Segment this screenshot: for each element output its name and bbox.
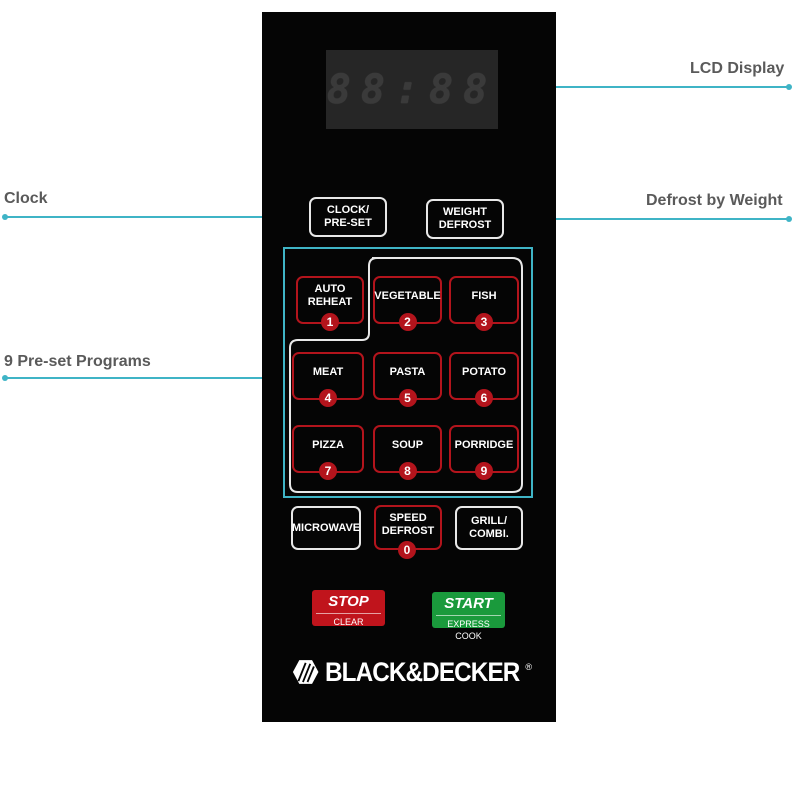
lcd-digits: 88:88 <box>326 66 498 113</box>
program-number: 6 <box>475 389 493 407</box>
program-number: 5 <box>398 389 417 407</box>
callout-dot-programs <box>2 375 8 381</box>
grill-combi-label: GRILL/ COMBI. <box>469 515 509 540</box>
program-label: POTATO <box>462 365 506 378</box>
speed-defrost-label: SPEED DEFROST <box>381 511 435 537</box>
program-number: 1 <box>321 313 339 331</box>
clock-preset-button[interactable]: CLOCK/ PRE-SET <box>309 197 387 237</box>
program-number: 8 <box>398 462 417 480</box>
programs-highlight-frame <box>283 247 533 498</box>
program-label: VEGETABLE <box>374 289 441 302</box>
speed-defrost-number: 0 <box>398 541 416 559</box>
callout-line-clock <box>4 216 310 218</box>
grill-combi-button[interactable]: GRILL/ COMBI. <box>455 506 523 550</box>
callout-preset-programs: 9 Pre-set Programs <box>4 353 151 370</box>
stop-label: STOP <box>328 593 369 610</box>
start-express-cook-button[interactable]: START EXPRESS COOK <box>432 592 505 641</box>
clock-preset-label: CLOCK/ PRE-SET <box>324 204 372 229</box>
weight-defrost-label: WEIGHT DEFROST <box>438 206 492 231</box>
brand-name: BLACK&DECKER <box>325 656 520 687</box>
callout-dot-lcd <box>786 84 792 90</box>
speed-defrost-button[interactable]: SPEED DEFROST <box>374 505 442 550</box>
callout-dot-defrost <box>786 216 792 222</box>
express-cook-label: EXPRESS COOK <box>436 615 501 642</box>
program-number: 4 <box>319 389 337 407</box>
program-label: PORRIDGE <box>454 438 514 451</box>
registered-mark: ® <box>525 662 532 672</box>
callout-line-programs <box>4 377 285 379</box>
program-label: PASTA <box>389 365 426 378</box>
stop-clear-button[interactable]: STOP CLEAR <box>312 590 385 628</box>
brand-hexagon-icon <box>292 660 319 684</box>
clear-label: CLEAR <box>316 613 381 628</box>
program-number: 3 <box>475 313 493 331</box>
program-number: 7 <box>319 462 337 480</box>
lcd-display: 88:88 <box>326 50 498 129</box>
microwave-label: MICROWAVE <box>291 521 361 534</box>
program-label: AUTO REHEAT <box>307 283 353 308</box>
start-label: START <box>444 595 493 612</box>
callout-defrost-by-weight: Defrost by Weight <box>646 192 783 209</box>
control-panel <box>262 12 556 722</box>
callout-lcd-display: LCD Display <box>690 60 785 77</box>
brand-logo: BLACK&DECKER ® <box>292 652 532 692</box>
program-label: FISH <box>471 289 497 302</box>
program-label: SOUP <box>391 438 424 451</box>
callout-clock: Clock <box>4 190 48 207</box>
callout-dot-clock <box>2 214 8 220</box>
program-number: 9 <box>475 462 493 480</box>
program-label: MEAT <box>312 365 344 378</box>
program-number: 2 <box>398 313 417 331</box>
microwave-button[interactable]: MICROWAVE <box>291 506 361 550</box>
program-label: PIZZA <box>312 438 344 451</box>
callout-line-lcd <box>490 86 790 88</box>
callout-line-defrost <box>500 218 790 220</box>
weight-defrost-button[interactable]: WEIGHT DEFROST <box>426 199 504 239</box>
